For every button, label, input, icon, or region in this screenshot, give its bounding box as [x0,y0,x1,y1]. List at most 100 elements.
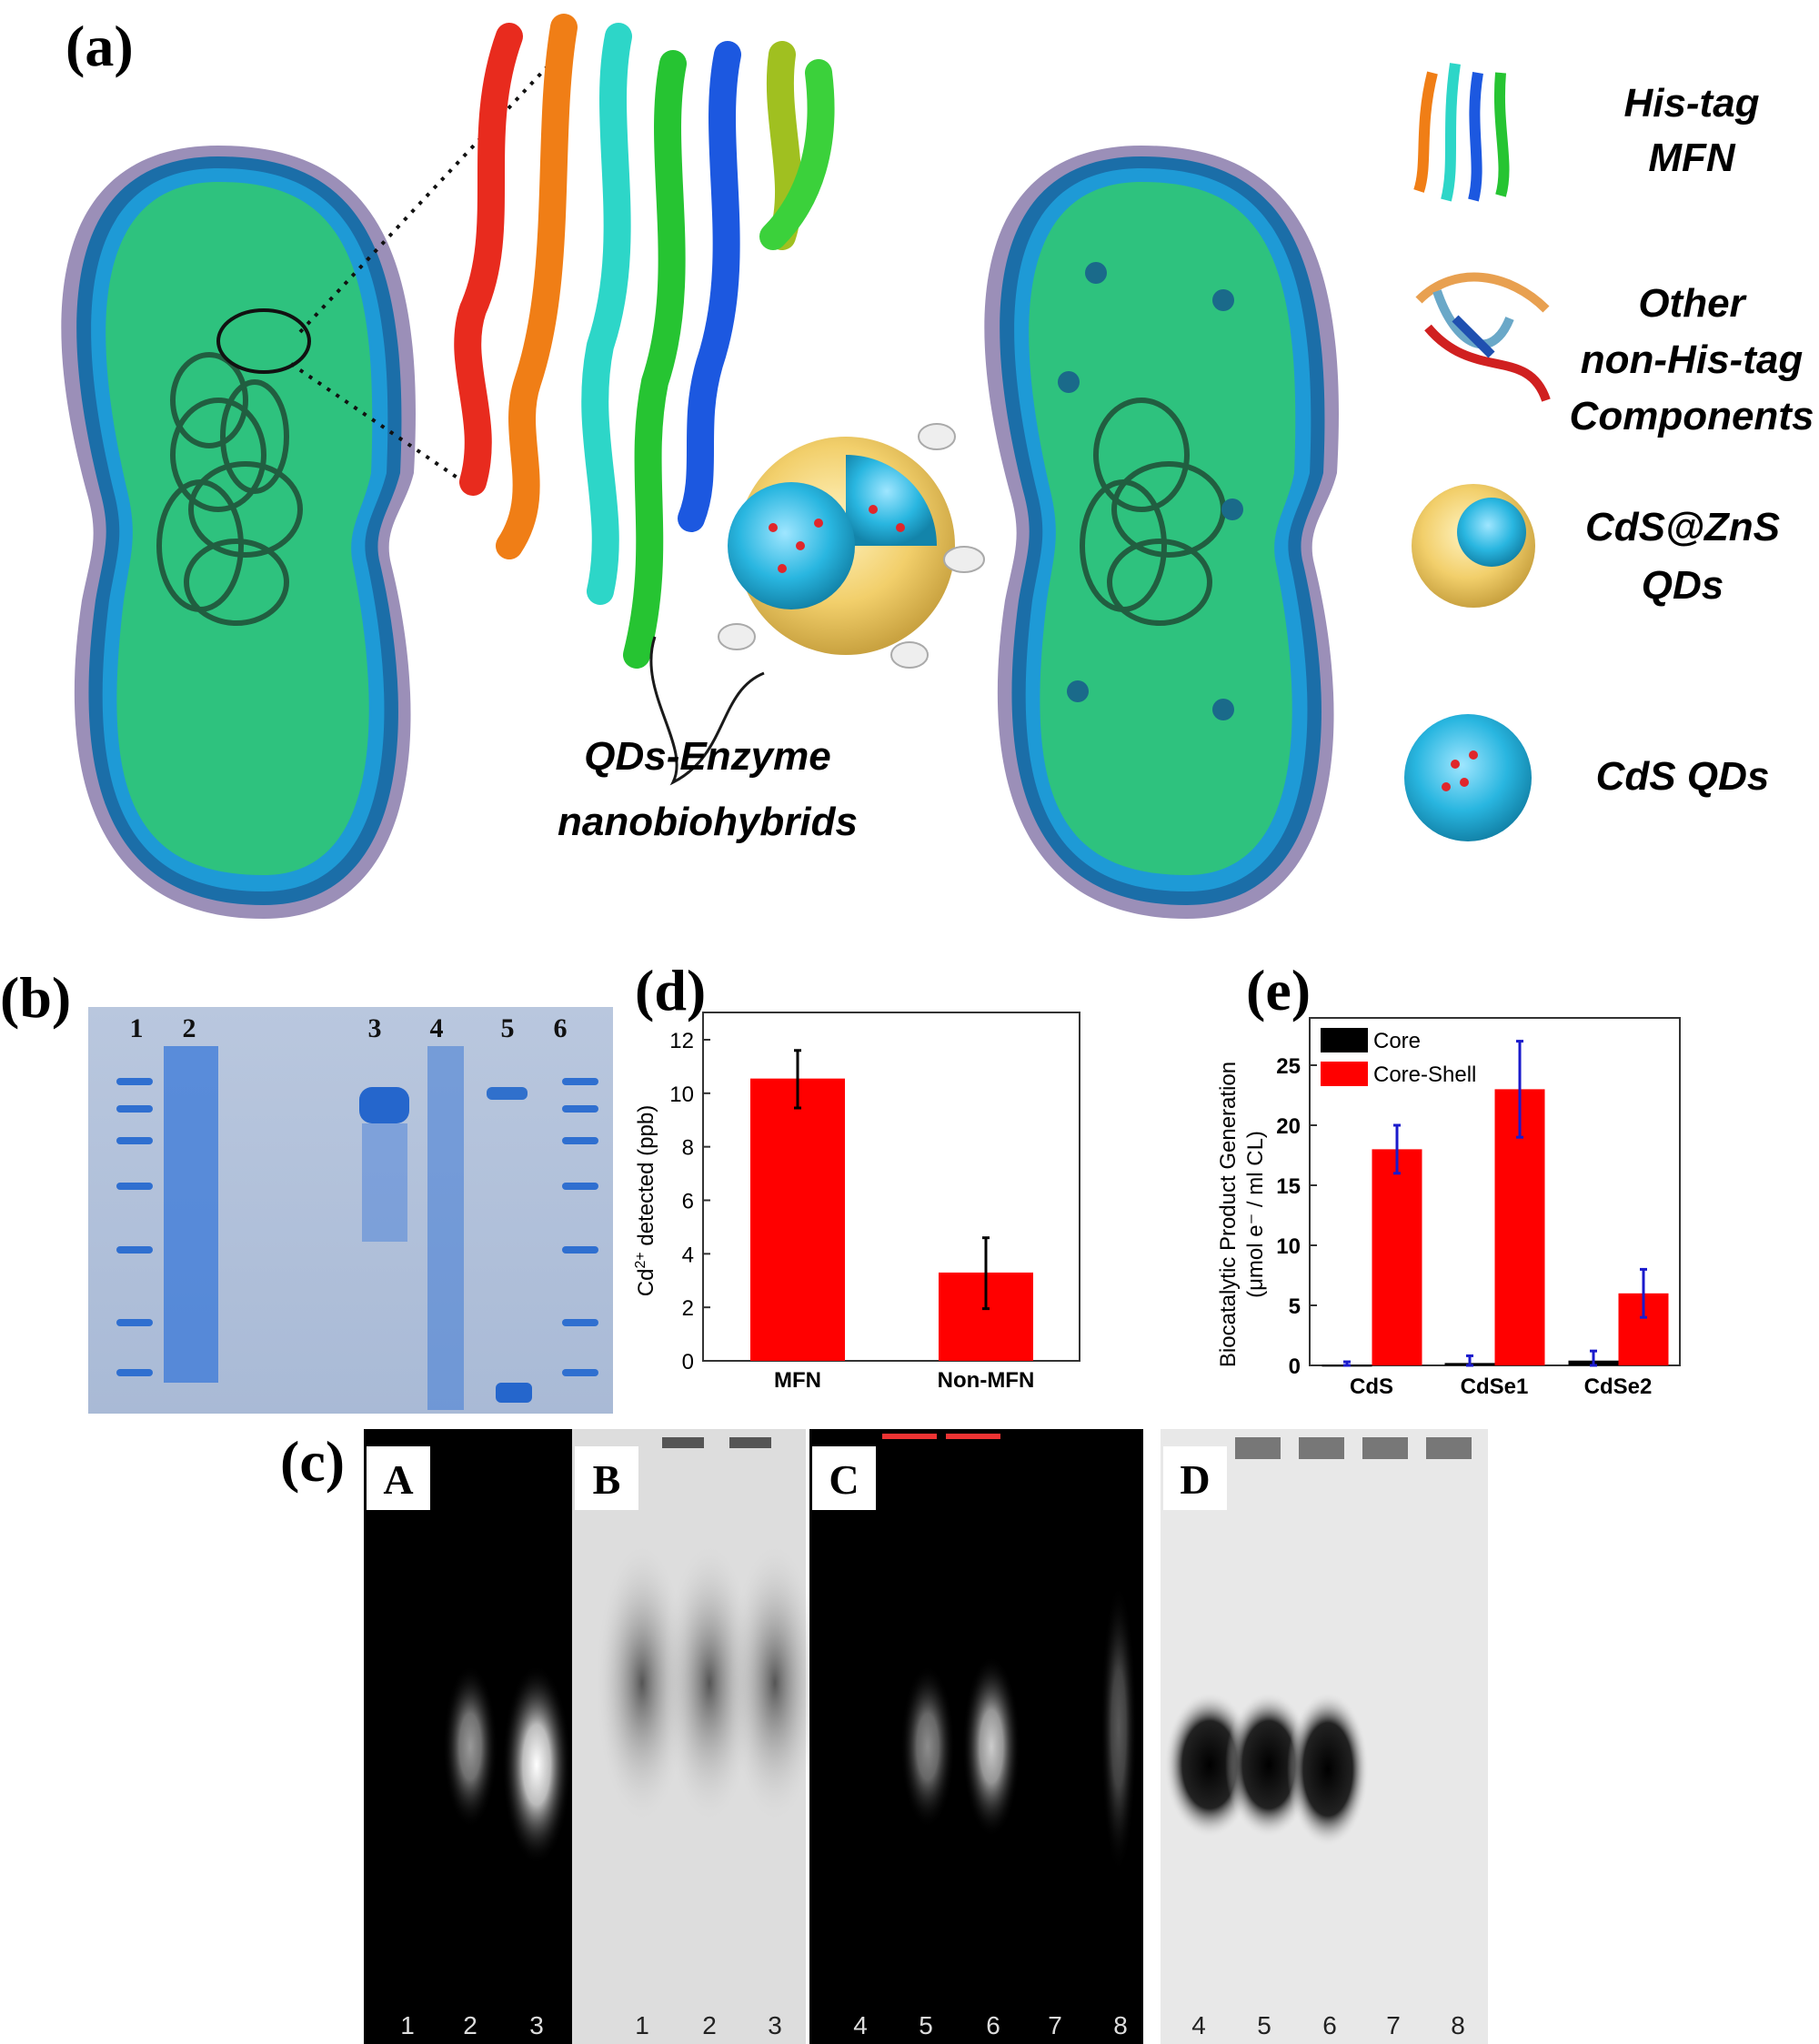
x-category-label: MFN [774,1368,821,1393]
lane-number: 4 [430,1013,444,1043]
gel-b [572,1429,820,2044]
y-label-sup: 2+ [633,1252,648,1268]
lane-number: 2 [702,2011,717,2039]
y-tick-label: 5 [1289,1294,1301,1319]
cds-qd-icon [1404,714,1532,841]
y-axis-label-line2: (μmol e⁻ / ml CL) [1243,1131,1268,1298]
legend-his-tag-mfn: His-tag MFN [1623,81,1759,180]
gel-letter: D [1180,1456,1210,1503]
gel-d [1161,1429,1488,2044]
zoom-line-bottom [289,362,466,484]
ladder-band [116,1246,153,1254]
ladder-band [116,1105,153,1113]
lane-3-band [359,1087,409,1123]
y-tick-label: 10 [1276,1234,1301,1259]
bar-core-shell-cds [1372,1149,1422,1365]
ladder-band [562,1183,598,1190]
legend-text: CdS QDs [1596,754,1770,799]
lane-4-smear [427,1046,464,1410]
x-category-label: CdSe2 [1584,1374,1653,1399]
lane-number: 3 [768,2011,782,2039]
lane-number: 7 [1048,2011,1062,2039]
legend-cds-zns-qds: CdS@ZnS QDs [1585,505,1780,608]
lane-number: 1 [400,2011,415,2039]
core-shell-qd-illustration [718,423,985,669]
lane-number: 6 [1322,2011,1337,2039]
legend-text: Components [1570,394,1814,438]
ladder-band [562,1369,598,1376]
gel-letter-box [575,1446,638,1510]
gel-letter-box [812,1446,876,1510]
lane-number: 2 [463,2011,477,2039]
y-axis-label-line1: Biocatalytic Product Generation [1216,1062,1241,1367]
other-protein-icon [1415,272,1551,402]
gel-letter: B [593,1456,621,1503]
ladder-band [116,1078,153,1085]
lane-number: 3 [529,2011,544,2039]
y-tick-label: 10 [669,1082,694,1107]
lane-number: 4 [853,2011,868,2039]
zoom-line-top [298,39,573,334]
legend-swatch-core [1321,1028,1368,1052]
gel-letter: C [829,1456,859,1503]
legend-text: His-tag [1623,81,1759,126]
y-tick-label: 4 [682,1243,694,1267]
lane-number: 1 [635,2011,649,2039]
legend-other-components: Other non-His-tag Components [1570,281,1814,438]
bacterial-cell-left [61,146,416,919]
y-axis-label: Cd2+ detected (ppb) [633,1105,658,1296]
legend-cds-qds: CdS QDs [1596,754,1770,799]
lane-3-smear [362,1123,407,1242]
panel-a-label: (a) [65,14,134,78]
x-category-label: CdSe1 [1461,1374,1529,1399]
bacterial-cell-right [984,146,1339,919]
ladder-band [116,1369,153,1376]
lane-2-smear [164,1046,218,1383]
ladder-band [116,1319,153,1326]
legend-label: Core-Shell [1373,1062,1476,1087]
y-tick-label: 8 [682,1136,694,1161]
ladder-band [562,1137,598,1144]
lane-number: 8 [1451,2011,1465,2039]
lane-number: 5 [919,2011,933,2039]
lane-number: 8 [1113,2011,1128,2039]
his-tag-mfn-protein-icon [1413,63,1510,202]
y-tick-label: 0 [682,1350,694,1374]
lane-number: 4 [1191,2011,1206,2039]
ladder-band [562,1319,598,1326]
y-tick-label: 0 [1289,1354,1301,1379]
ladder-band [116,1183,153,1190]
mfn-protein-structure [454,14,835,669]
panel-c-label: (c) [280,1429,345,1494]
bar-mfn [750,1078,845,1361]
y-tick-label: 6 [682,1190,694,1214]
lane-5-band-low [496,1383,532,1403]
caption-line-1: QDs-Enzyme [584,734,830,779]
legend-text: QDs [1642,563,1724,608]
y-tick-label: 12 [669,1029,694,1053]
core-shell-qd-icon [1412,484,1535,608]
y-tick-label: 20 [1276,1114,1301,1139]
gel-letter-box [1163,1446,1227,1510]
y-label-base: Cd [634,1269,658,1297]
y-tick-label: 2 [682,1296,694,1321]
panel-b-label: (b) [0,965,71,1030]
x-category-label: CdS [1350,1374,1393,1399]
lane-number: 5 [501,1013,515,1043]
x-category-label: Non-MFN [938,1368,1035,1393]
his-tag-linker [649,636,765,786]
ladder-band [116,1137,153,1144]
lane-number: 1 [130,1013,144,1043]
gel-bands [116,1046,598,1410]
y-tick-label: 25 [1276,1054,1301,1079]
panel-a: (a) [61,14,1814,919]
legend-text: non-His-tag [1581,337,1804,382]
panel-e-label: (e) [1246,958,1311,1022]
ladder-band [562,1105,598,1113]
legend-swatch-core-shell [1321,1062,1368,1086]
